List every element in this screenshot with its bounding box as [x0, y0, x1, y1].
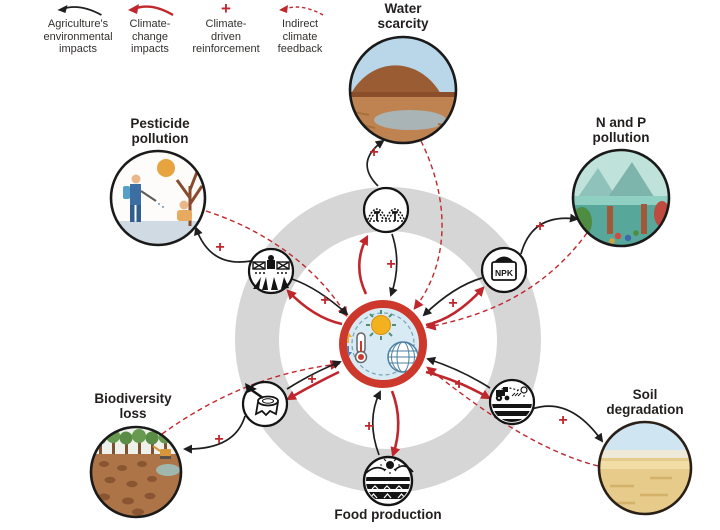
kneeling-person — [177, 200, 192, 221]
plus-sprayer-spoke: + — [320, 292, 329, 309]
arrow-tillage-to-climate — [426, 356, 491, 389]
hub-red-ring — [339, 300, 427, 388]
label-pesticide-pollution: Pesticide pollution — [130, 116, 190, 146]
soil-degradation-node — [597, 420, 693, 516]
label-soil-degradation: Soil degradation — [606, 387, 684, 417]
irrigation-icon — [362, 186, 410, 234]
n-and-p-pollution-node — [571, 148, 671, 248]
label-biodiversity-loss: Biodiversity loss — [94, 391, 172, 421]
legend: Agriculture's environmental impacts Clim… — [0, 0, 360, 62]
legend-item-climate-change-impacts: Climate- change impacts — [123, 2, 177, 56]
arrow-irrigation-to-climate — [389, 233, 398, 297]
up-arrow-icon — [347, 330, 352, 343]
legend-item-agriculture-impacts: Agriculture's environmental impacts — [43, 2, 113, 56]
plus-np-outer: + — [535, 218, 544, 235]
plus-biodiversity-outer: + — [214, 431, 223, 448]
ring-activity-icons: NPK — [241, 186, 536, 507]
legend-label: Climate- change impacts — [129, 18, 171, 56]
legend-item-climate-driven-reinforcement: + Climate- driven reinforcement — [192, 0, 260, 56]
outer-impact-nodes — [89, 35, 693, 519]
fertilizer-bag-icon: NPK — [480, 246, 528, 294]
arrow-irrigation-to-water — [366, 139, 385, 187]
climate-hub — [339, 300, 427, 388]
arrow-climate-to-fertilizer — [425, 286, 485, 327]
climate-illustration — [347, 310, 419, 373]
arrow-fertilizer-to-np — [520, 213, 579, 255]
water-scarcity-illustration — [350, 37, 456, 143]
arrow-climate-to-sprayer — [286, 289, 343, 326]
feedback-np-to-climate — [425, 232, 588, 331]
down-arrow-icon — [347, 346, 352, 359]
arrow-deforestation-to-climate — [286, 360, 342, 390]
sun-icon — [366, 310, 396, 340]
globe-icon — [387, 341, 419, 373]
climate-impact-arrows — [285, 234, 492, 458]
biodiversity-loss-node — [89, 425, 183, 519]
sprayer-person — [123, 174, 165, 222]
water-scarcity-node — [348, 35, 458, 145]
plus-pesticide-outer: + — [215, 239, 224, 256]
feedback-water-to-climate — [413, 140, 443, 310]
plus-food-spoke: + — [364, 418, 373, 435]
label-food-production: Food production — [334, 507, 442, 522]
hub-spoke-arrows — [285, 233, 492, 458]
pesticide-illustration — [111, 151, 205, 245]
tractor-tillage-icon — [488, 378, 536, 426]
agriculture-impact-arrows-outer — [183, 139, 604, 454]
plus-water-outer: + — [369, 144, 378, 161]
label-n-and-p-pollution: N and P pollution — [592, 115, 650, 145]
legend-item-indirect-climate-feedback: Indirect climate feedback — [273, 2, 327, 56]
arrow-sprayer-to-pesticide — [194, 226, 252, 263]
black-solid-arrow-icon — [57, 5, 102, 16]
reinforcement-plus-signs: + + + + + + + + + + + — [214, 144, 567, 448]
indirect-feedback-arrows — [161, 140, 599, 467]
plus-deforestation-spoke: + — [307, 371, 316, 388]
legend-label: Climate- driven reinforcement — [192, 18, 260, 56]
arrow-climate-to-deforestation — [285, 370, 340, 401]
arrow-sprayer-to-climate — [291, 278, 349, 316]
arrow-climate-to-food — [390, 390, 401, 458]
pesticide-pollution-node — [109, 149, 207, 247]
red-solid-arrow-icon — [128, 4, 174, 17]
pesticide-sprayer-icon — [247, 247, 295, 295]
arrow-deforestation-to-biodiversity — [183, 415, 246, 454]
np-pollution-illustration — [573, 150, 669, 246]
plus-tillage-spoke: + — [454, 376, 463, 393]
food-production-icon — [362, 455, 414, 507]
legend-label: Indirect climate feedback — [277, 18, 323, 56]
legend-label: Agriculture's environmental impacts — [43, 18, 113, 56]
arrow-fertilizer-to-climate — [422, 277, 483, 317]
deforestation-axe-icon — [241, 380, 289, 428]
plus-irrigation-spoke: + — [386, 256, 395, 273]
arrow-food-to-climate — [371, 390, 381, 456]
plus-fertilizer-spoke: + — [448, 295, 457, 312]
plus-soil-outer: + — [558, 412, 567, 429]
arrow-climate-to-irrigation — [357, 234, 369, 295]
biodiversity-illustration — [91, 427, 181, 517]
excavator — [152, 445, 171, 459]
red-dashed-arrow-icon — [279, 5, 324, 16]
agriculture-to-climate-arrows — [286, 233, 491, 456]
label-water-scarcity: Water scarcity — [377, 1, 429, 31]
feedback-biodiversity-to-climate — [161, 359, 341, 435]
fertilizer-text: NPK — [495, 268, 514, 278]
arrow-tillage-to-soil — [531, 405, 604, 443]
red-plus-icon: + — [221, 0, 231, 18]
thermometer-icon — [347, 330, 368, 364]
feedback-pesticide-to-climate — [205, 210, 348, 318]
arrow-climate-to-tillage — [425, 370, 492, 400]
